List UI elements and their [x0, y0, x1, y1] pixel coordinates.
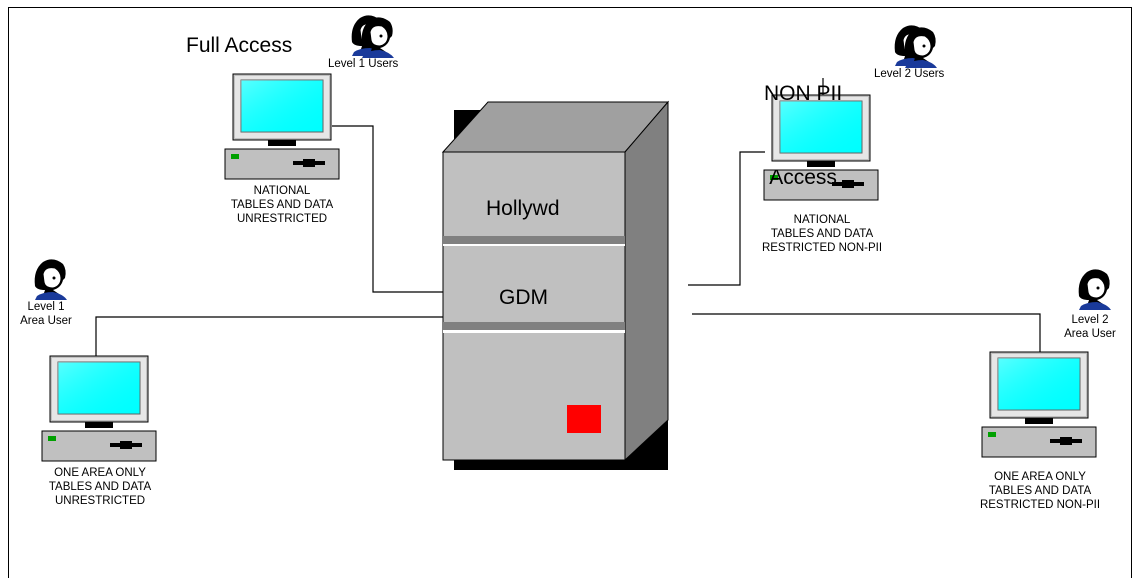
user-group-icon	[894, 24, 938, 69]
diagram-frame	[8, 7, 1132, 578]
user-person-icon	[34, 258, 68, 301]
network-diagram: Hollywd GDM Full Access Level 1 Users NA…	[8, 7, 1132, 578]
desktop-computer-icon	[224, 73, 340, 180]
desktop-computer-icon	[981, 351, 1097, 458]
level1-area-user-label: Level 1 Area User	[20, 301, 72, 327]
level1-area-caption: ONE AREA ONLY TABLES AND DATA UNRESTRICT…	[48, 467, 152, 507]
full-access-caption: NATIONAL TABLES AND DATA UNRESTRICTED	[230, 185, 334, 225]
level2-area-user-label: Level 2 Area User	[1064, 314, 1116, 340]
full-access-heading: Full Access	[186, 34, 293, 57]
diagram-canvas	[34, 14, 1112, 470]
non-pii-heading: NON PII Access	[764, 82, 843, 189]
desktop-computer-icon	[41, 355, 157, 462]
server-indicator-light	[567, 405, 601, 433]
server-section-gdm: GDM	[499, 286, 548, 309]
connection-lines	[95, 78, 1041, 357]
user-person-icon	[1078, 268, 1112, 311]
level1-users-label: Level 1 Users	[328, 58, 399, 70]
server-section-hollywd: Hollywd	[486, 197, 560, 220]
level2-users-label: Level 2 Users	[874, 68, 945, 80]
server-tower-icon	[441, 100, 670, 470]
user-group-icon	[351, 14, 395, 59]
non-pii-caption: NATIONAL TABLES AND DATA RESTRICTED NON-…	[761, 214, 883, 254]
level2-area-caption: ONE AREA ONLY TABLES AND DATA RESTRICTED…	[979, 471, 1101, 511]
